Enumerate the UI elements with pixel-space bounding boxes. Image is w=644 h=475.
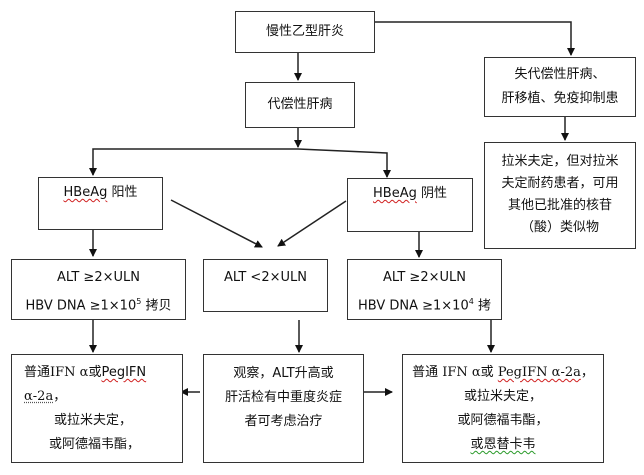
criteria-hbv-dna: HBV DNA ≥1×104 拷 xyxy=(348,290,501,318)
node-label: 慢性乙型肝炎 xyxy=(265,24,344,39)
node-line: 者可考虑治疗 xyxy=(244,414,323,429)
node-line: 失代偿性肝病、 xyxy=(514,67,606,82)
node-line: 观察，ALT升高或 xyxy=(233,366,334,381)
node-positive-treatment: 普通IFN α或PegIFN α-2a， 或拉米夫定， 或阿德福韦酯， xyxy=(11,354,183,463)
treatment-pegifn: PegIFN xyxy=(101,365,147,380)
criteria-alt: ALT ≥2×ULN xyxy=(57,270,140,285)
treatment-adefovir: 或阿德福韦酯， xyxy=(49,437,141,452)
treatment-entecavir: 或恩替卡韦 xyxy=(403,433,603,457)
node-label: 阴性 xyxy=(420,186,447,201)
node-label: 代偿性肝病 xyxy=(267,97,333,112)
node-negative-criteria: ALT ≥2×ULN HBV DNA ≥1×104 拷 xyxy=(347,259,502,320)
hbeag-marker: HBeAg xyxy=(63,185,108,200)
node-line: 其他已批准的核苷 xyxy=(507,198,612,213)
treatment-lamivudine: 或拉米夫定， xyxy=(54,413,133,428)
criteria-alt: ALT ≥2×ULN xyxy=(383,270,466,285)
edge-positive-lowalt xyxy=(170,199,263,248)
edge-split-negative xyxy=(297,148,391,178)
node-line: 肝活检有中重度炎症 xyxy=(224,390,342,405)
node-line: 拉米夫定，但对拉米 xyxy=(501,154,619,169)
treatment-ifn: 普通 IFN α或 xyxy=(412,365,498,380)
node-line: 肝移植、免疫抑制患 xyxy=(501,91,619,106)
treatment-comma: ， xyxy=(580,365,594,380)
node-hbeag-positive: HBeAg 阳性 xyxy=(38,177,163,230)
node-observe: 观察，ALT升高或 肝活检有中重度炎症 者可考虑治疗 xyxy=(203,354,364,463)
node-chronic-hepatitis-b: 慢性乙型肝炎 xyxy=(235,11,375,53)
treatment-line: 普通IFN α或PegIFN xyxy=(24,361,182,385)
edge-negative-lowalt xyxy=(277,200,347,247)
node-positive-criteria: ALT ≥2×ULN HBV DNA ≥1×105 拷贝 xyxy=(11,259,186,320)
treatment-line: α-2a， xyxy=(24,385,182,409)
node-decompensated-treatment: 拉米夫定，但对拉米 夫定耐药患者，可用 其他已批准的核苷 （酸）类似物 xyxy=(484,142,636,249)
node-decompensated: 失代偿性肝病、 肝移植、免疫抑制患 xyxy=(484,57,636,117)
treatment-comma: ， xyxy=(53,389,67,404)
node-hbeag-negative: HBeAg 阴性 xyxy=(347,178,473,232)
node-label: 阳性 xyxy=(111,185,138,200)
criteria-dna-exponent: 5 xyxy=(136,297,142,306)
criteria-dna-exponent: 4 xyxy=(468,297,474,306)
treatment-adefovir: 或阿德福韦酯， xyxy=(457,413,549,428)
node-negative-treatment: 普通 IFN α或 PegIFN α-2a， 或拉米夫定， 或阿德福韦酯， 或恩… xyxy=(402,354,604,463)
criteria-dna-prefix: HBV DNA ≥1×10 xyxy=(25,298,137,314)
treatment-pegifn: PegIFN α-2a xyxy=(497,365,581,380)
treatment-lamivudine: 或拉米夫定， xyxy=(463,389,542,404)
criteria-alt: ALT <2×ULN xyxy=(224,270,307,285)
node-compensated-liver-disease: 代偿性肝病 xyxy=(245,82,355,128)
hbeag-marker: HBeAg xyxy=(373,186,417,201)
criteria-hbv-dna: HBV DNA ≥1×105 拷贝 xyxy=(12,290,185,318)
node-line: （酸）类似物 xyxy=(520,220,599,235)
treatment-ifn: 普通IFN α或 xyxy=(24,365,102,380)
node-low-alt: ALT <2×ULN xyxy=(203,259,328,312)
edge-root-decompensated xyxy=(374,21,575,56)
node-line: 夫定耐药患者，可用 xyxy=(501,176,619,191)
entecavir-label: 或恩替卡韦 xyxy=(470,437,536,452)
criteria-dna-prefix: HBV DNA ≥1×10 xyxy=(358,298,469,314)
edge-split-positive xyxy=(89,148,298,176)
treatment-line: 普通 IFN α或 PegIFN α-2a， xyxy=(403,361,603,385)
treatment-alpha-2a: α-2a xyxy=(24,389,54,404)
criteria-dna-suffix: 拷贝 xyxy=(141,298,172,314)
criteria-dna-suffix: 拷 xyxy=(473,298,491,314)
